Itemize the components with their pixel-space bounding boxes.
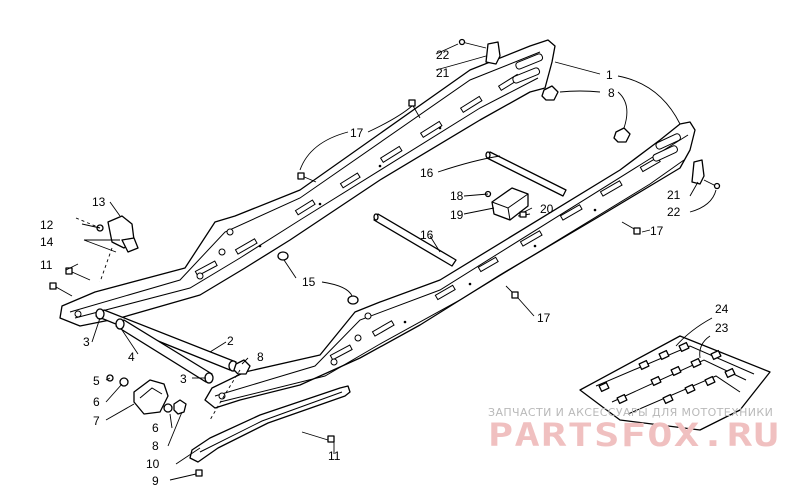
callout-8b: 8 — [257, 350, 264, 364]
callout-19: 19 — [450, 208, 464, 222]
callout-14: 14 — [40, 235, 54, 249]
dashed-leader-8 — [209, 369, 241, 421]
callout-17a: 17 — [350, 126, 364, 140]
callout-16b: 16 — [420, 228, 434, 242]
callout-13: 13 — [92, 195, 106, 209]
nut-8-front — [233, 359, 251, 375]
stopper-block-19 — [484, 187, 531, 221]
wear-strip — [189, 385, 351, 463]
callout-10: 10 — [146, 457, 160, 471]
callout-3a: 3 — [83, 335, 90, 349]
callout-numbers: 1 2 3 3 4 5 6 6 7 8 8 8 9 10 11 11 12 13… — [40, 48, 729, 488]
callout-17b: 17 — [650, 224, 664, 238]
callout-18: 18 — [450, 189, 464, 203]
callout-1: 1 — [606, 68, 613, 82]
callout-4: 4 — [128, 350, 135, 364]
callout-16a: 16 — [420, 166, 434, 180]
rear-bracket-right — [691, 159, 721, 190]
callout-2: 2 — [227, 334, 234, 348]
middle-cross-shaft — [373, 213, 457, 267]
upper-cross-shaft — [485, 151, 567, 197]
callout-11b: 11 — [328, 449, 341, 463]
bolt-11-upper — [49, 267, 91, 297]
nut-left-rear — [541, 85, 559, 101]
callout-21b: 21 — [667, 188, 681, 202]
left-slide-rail — [59, 39, 556, 327]
callout-6b: 6 — [152, 421, 159, 435]
callout-22a: 22 — [436, 48, 450, 62]
callout-3b: 3 — [180, 372, 187, 386]
bolt-17-lower — [505, 285, 519, 299]
right-slide-rail — [204, 121, 696, 409]
callout-5: 5 — [93, 374, 100, 388]
callout-8c: 8 — [152, 439, 159, 453]
bumper-15-lower — [347, 295, 359, 305]
callout-9: 9 — [152, 474, 159, 488]
front-axle-shafts — [95, 308, 238, 384]
callout-15: 15 — [302, 275, 316, 289]
bolt-11-lower — [301, 431, 335, 443]
callout-17c: 17 — [537, 311, 551, 325]
track-clip-inset — [579, 335, 771, 431]
bolt-9 — [195, 469, 203, 477]
callout-7: 7 — [93, 414, 100, 428]
callout-20: 20 — [540, 202, 554, 216]
bolt-17-right — [621, 221, 641, 235]
leader-lines — [65, 43, 717, 481]
idler-wheel-7 — [106, 374, 187, 415]
callout-6a: 6 — [93, 395, 100, 409]
callout-8a: 8 — [608, 86, 615, 100]
bumper-15-upper — [277, 251, 289, 261]
callout-23: 23 — [715, 321, 729, 335]
nut-right-rear — [613, 127, 631, 143]
bolt-17-left — [297, 172, 317, 183]
callout-21a: 21 — [436, 66, 450, 80]
callout-12: 12 — [40, 218, 54, 232]
callout-22b: 22 — [667, 205, 681, 219]
callout-24: 24 — [715, 302, 729, 316]
rear-bracket-left — [458, 38, 501, 65]
callout-11a: 11 — [40, 258, 53, 272]
